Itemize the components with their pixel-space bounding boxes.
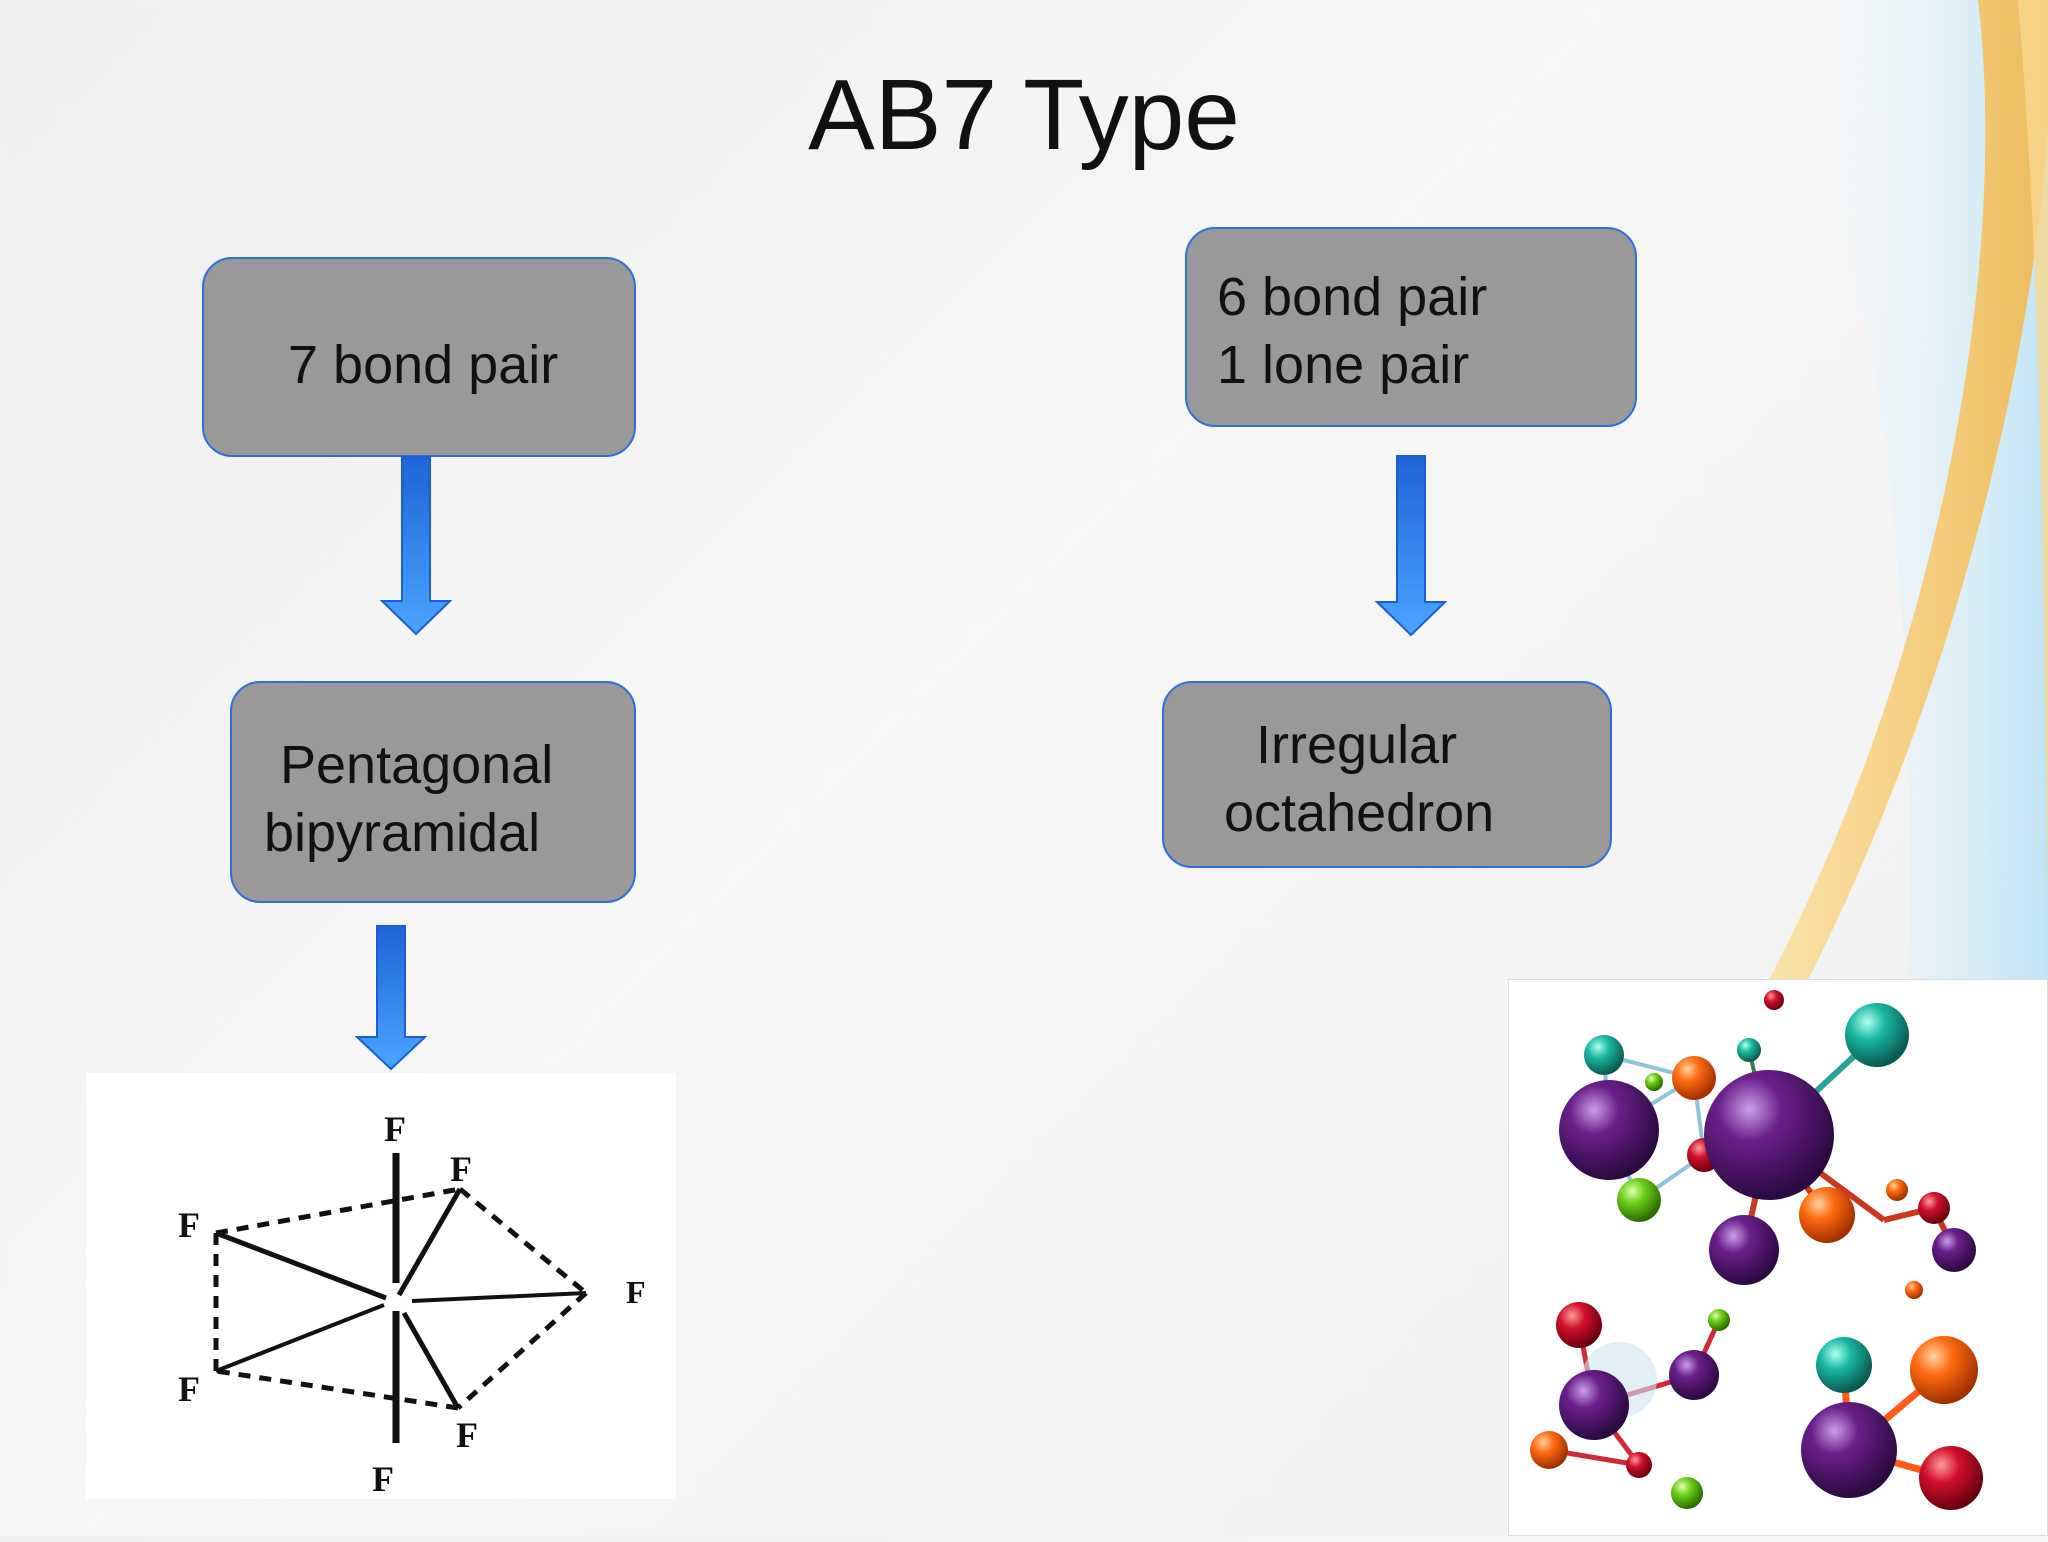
atom-label-f: F xyxy=(178,1369,200,1409)
slide-title: AB7 Type xyxy=(808,59,1240,171)
structure-diagram-panel: F F F F F F F xyxy=(86,1073,676,1499)
atom-label-f: F xyxy=(456,1415,478,1455)
box-text-line: bipyramidal xyxy=(264,803,541,863)
down-arrow-icon xyxy=(380,456,452,636)
box-text-line: 1 lone pair xyxy=(1217,335,1470,395)
down-arrow-icon xyxy=(355,925,427,1071)
box-7-bond-pair: 7 bond pair xyxy=(202,257,636,457)
box-6-bond-1-lone-pair: 6 bond pair 1 lone pair xyxy=(1185,227,1637,427)
atom-label-f: F xyxy=(626,1274,646,1310)
molecules-image xyxy=(1530,990,1983,1510)
box-text-line: Irregular xyxy=(1256,715,1458,775)
box-irregular-octahedron: Irregular octahedron xyxy=(1162,681,1612,868)
molecules-illustration xyxy=(1508,979,2048,1536)
box-text-line: 7 bond pair xyxy=(288,335,559,395)
pentagonal-bipyramidal-structure: F F F F F F F xyxy=(178,1109,646,1499)
box-text-line: octahedron xyxy=(1224,783,1495,843)
atom-label-f: F xyxy=(450,1149,472,1189)
atom-label-f: F xyxy=(372,1459,394,1499)
box-text-line: 6 bond pair xyxy=(1217,267,1488,327)
atom-label-f: F xyxy=(384,1109,406,1149)
box-pentagonal-bipyramidal: Pentagonal bipyramidal xyxy=(230,681,636,903)
down-arrow-icon xyxy=(1375,455,1447,637)
atom-label-f: F xyxy=(178,1205,200,1245)
box-text-line: Pentagonal xyxy=(280,735,554,795)
